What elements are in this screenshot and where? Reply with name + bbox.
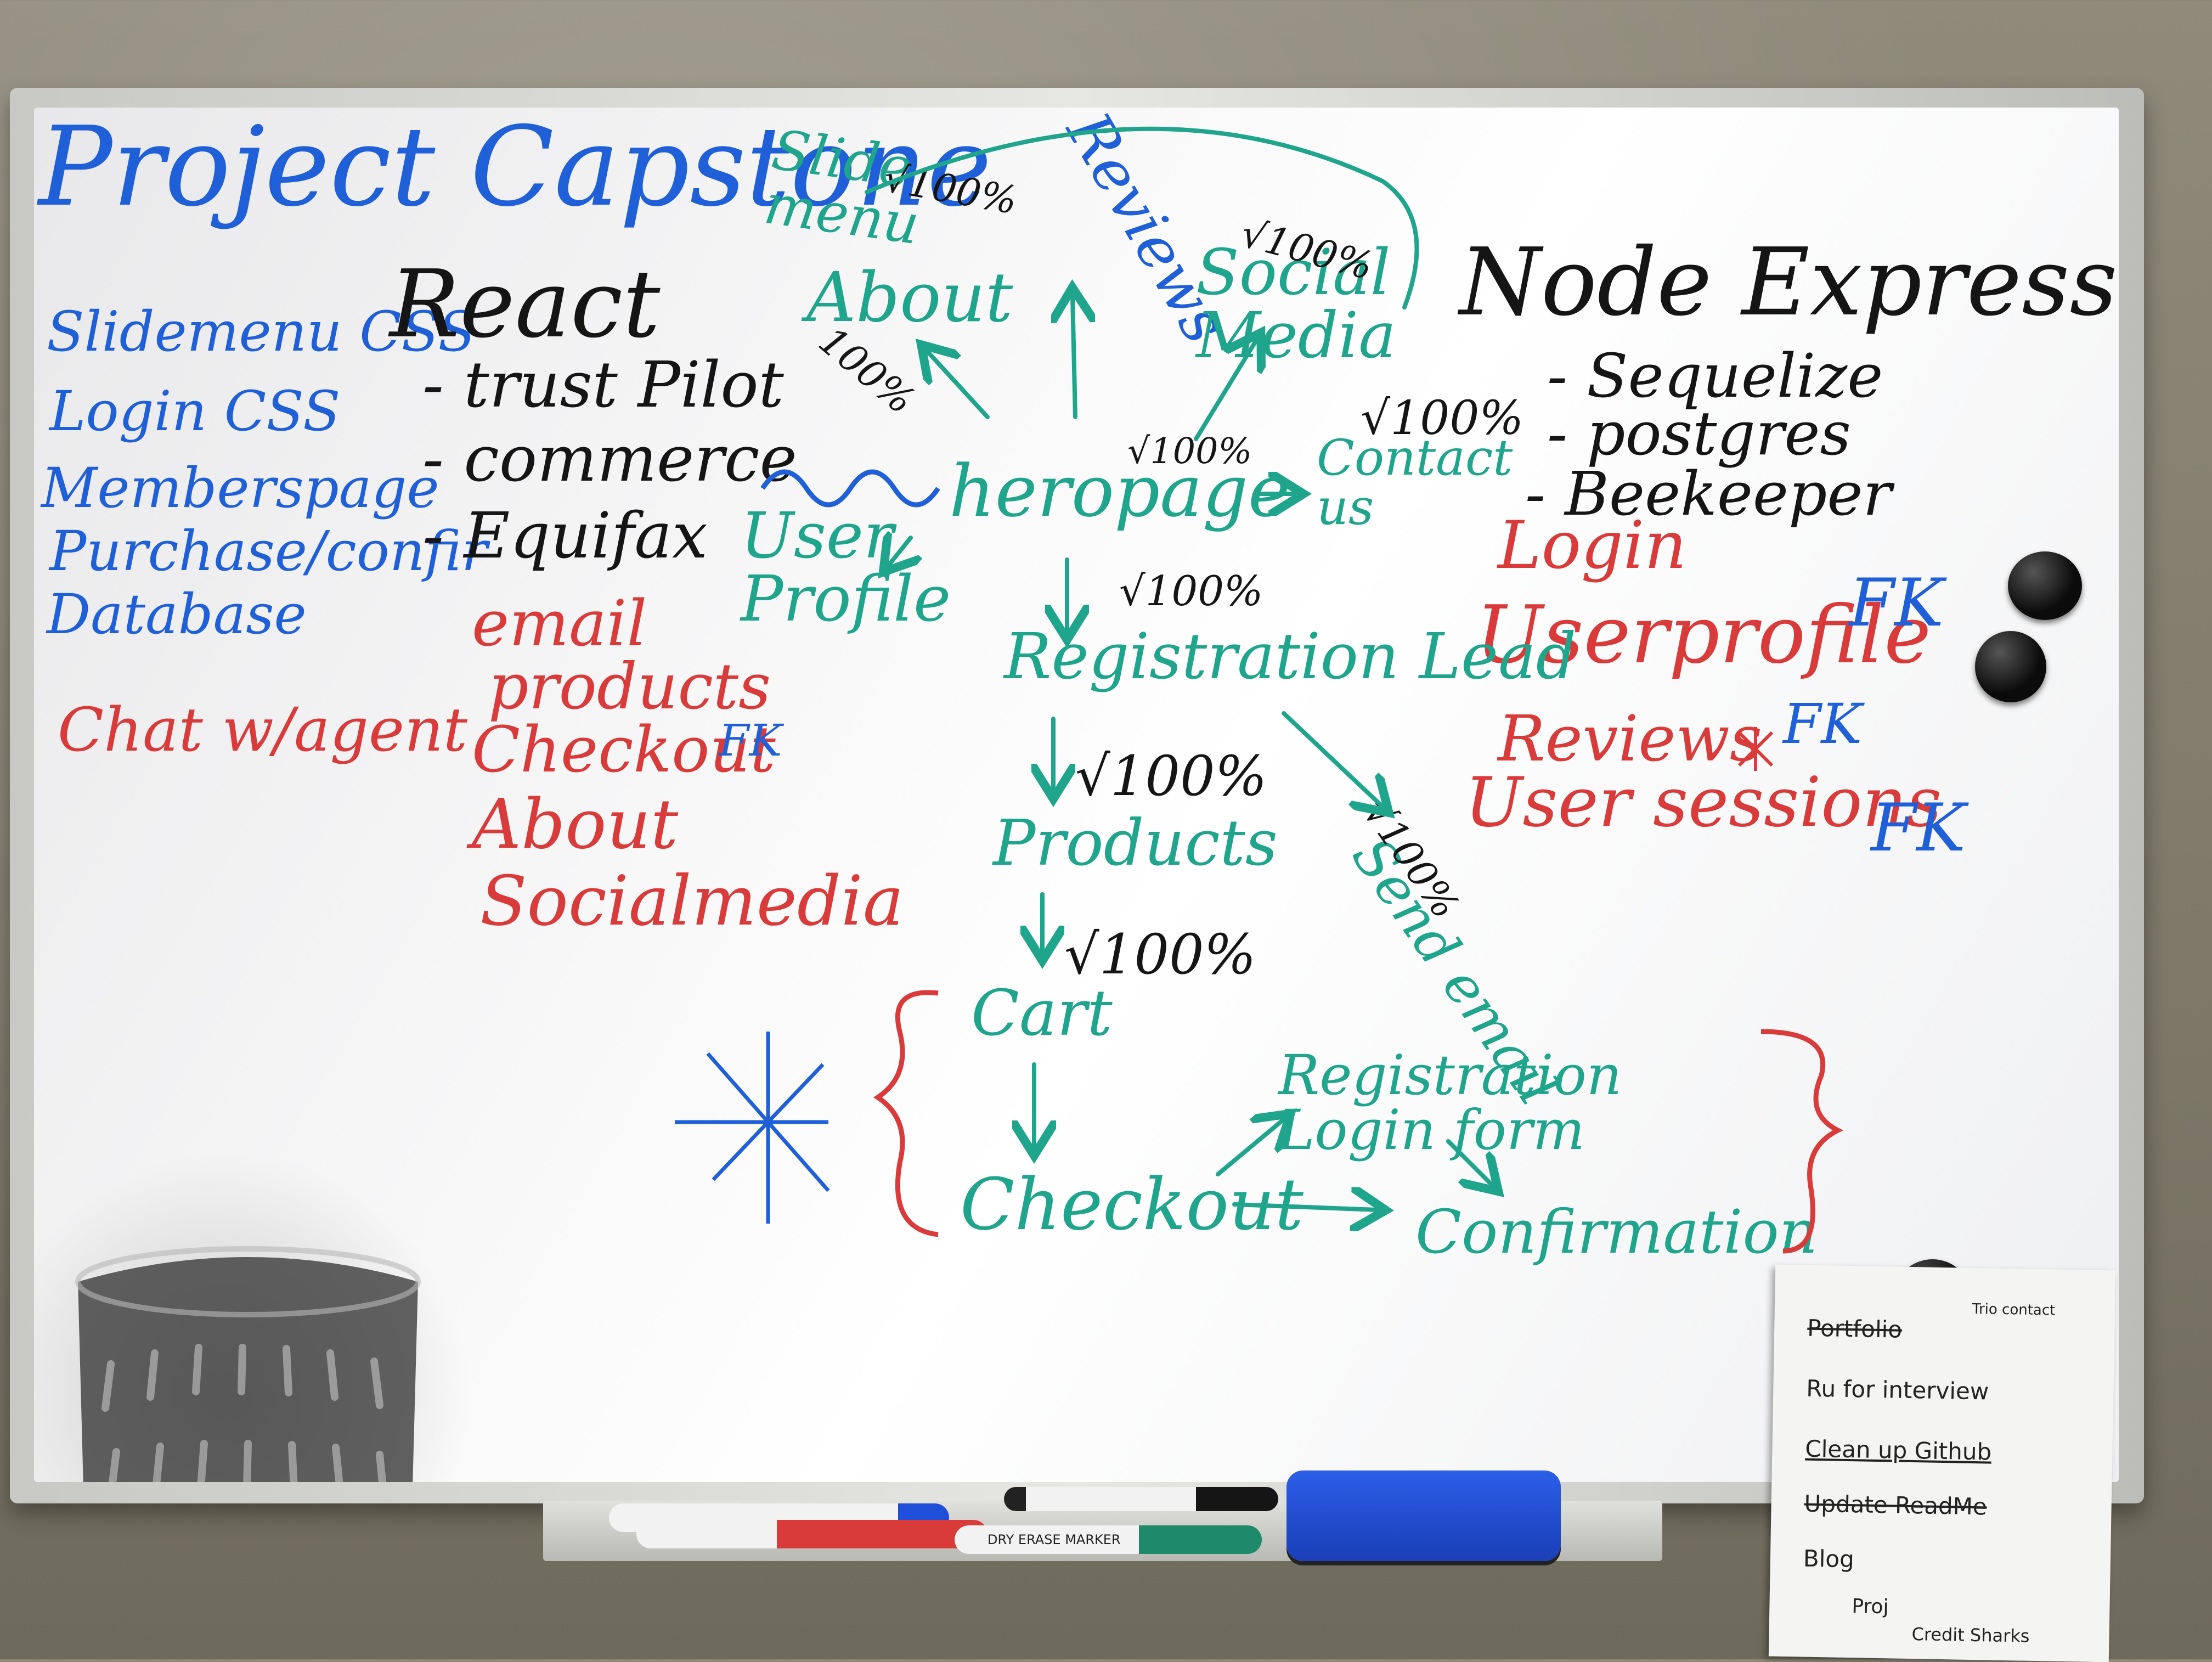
- left-list-item: Database: [47, 582, 307, 646]
- node-item: - Beekeeper: [1525, 459, 1892, 529]
- note-side: Trio contact: [1972, 1300, 2056, 1319]
- note-line: Ru for interview: [1805, 1374, 1989, 1405]
- react-red-item: email: [472, 587, 647, 661]
- flow-user-profile: User Profile: [741, 499, 951, 636]
- magnet: [1975, 631, 2046, 702]
- eraser[interactable]: [1286, 1471, 1561, 1561]
- chat-with-agent: Chat w/agent: [58, 695, 468, 765]
- lamp-shade: [75, 1246, 421, 1482]
- check-mark: √100%: [1075, 744, 1267, 808]
- flow-confirmation: Confirmation: [1415, 1197, 1818, 1267]
- fk-label: FK: [1783, 692, 1863, 756]
- flow-contact-us: Contact us: [1317, 429, 1513, 536]
- note-line: Blog: [1803, 1545, 1855, 1573]
- flow-registration-login-form: Registration Login form: [1278, 1043, 1622, 1162]
- note-line: Update ReadMe: [1804, 1490, 1988, 1520]
- react-red-item: About: [472, 785, 679, 864]
- node-red-item: Login: [1498, 508, 1687, 584]
- flow-products: Products: [993, 807, 1278, 880]
- left-list-item: Purchase/confir: [49, 519, 488, 583]
- black-marker[interactable]: [1004, 1487, 1278, 1511]
- note-line: Portfolio: [1807, 1314, 1903, 1343]
- green-marker[interactable]: DRY ERASE MARKER: [955, 1525, 1262, 1554]
- flow-cart: Cart: [971, 977, 1113, 1050]
- note-line: Proj: [1852, 1595, 1889, 1619]
- flow-registration: Registration Lead: [1004, 620, 1577, 694]
- check-mark: √100%: [1119, 567, 1263, 615]
- react-red-item: products: [488, 650, 771, 724]
- node-item: - postgres: [1547, 398, 1851, 469]
- project-title: Project Capstone: [38, 103, 992, 231]
- left-list-item: Login CSS: [49, 379, 341, 443]
- check-mark: √100%: [1361, 391, 1524, 446]
- marker-label: DRY ERASE MARKER: [988, 1532, 1121, 1547]
- node-item: - Sequelize: [1547, 341, 1883, 411]
- node-red-item: Reviews: [1498, 702, 1762, 776]
- react-red-item: Socialmedia: [480, 861, 904, 941]
- react-red-item: Checkout: [472, 713, 776, 787]
- check-mark: √100%: [1127, 431, 1252, 472]
- todo-note: Portfolio Trio contact Ru for interview …: [1768, 1264, 2116, 1662]
- fk-label: FK: [1871, 790, 1966, 866]
- react-item: - trust Pilot: [422, 348, 784, 422]
- note-line: Clean up Github: [1805, 1435, 1992, 1466]
- check-mark: √100%: [1064, 922, 1256, 987]
- fk-label: FK: [1849, 565, 1944, 641]
- fk-label: FK: [719, 715, 782, 766]
- node-red-item: User sessions: [1465, 763, 1942, 842]
- node-red-item: Userprofile: [1476, 589, 1932, 681]
- react-item: - Equifax: [422, 499, 708, 573]
- node-heading: Node Express: [1459, 228, 2118, 337]
- left-list-item: Memberspage: [41, 456, 439, 520]
- flow-checkout: Checkout: [960, 1163, 1304, 1246]
- left-list-item: Slidemenu CSS: [47, 300, 476, 364]
- react-heading: React: [390, 250, 661, 359]
- react-item: - commerce: [422, 422, 797, 496]
- flow-hero-page: heropage: [949, 449, 1290, 533]
- note-line: Credit Sharks: [1911, 1624, 2030, 1647]
- red-marker[interactable]: [636, 1520, 988, 1548]
- magnet: [2008, 551, 2082, 620]
